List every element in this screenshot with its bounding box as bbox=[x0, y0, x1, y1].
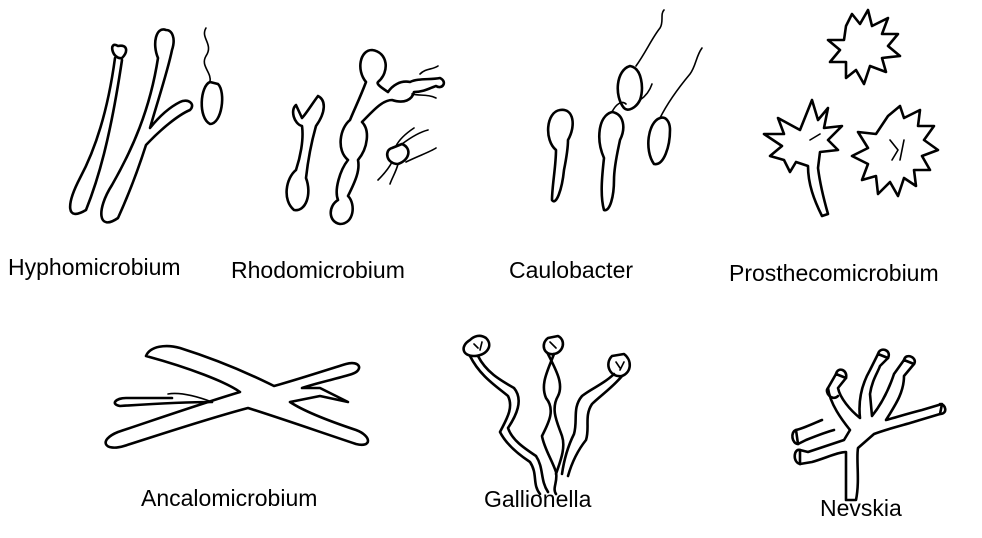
label-ancalomicrobium: Ancalomicrobium bbox=[141, 487, 317, 510]
label-caulobacter: Caulobacter bbox=[509, 259, 633, 282]
rhodomicrobium-drawing bbox=[287, 50, 444, 224]
label-gallionella: Gallionella bbox=[484, 488, 591, 511]
label-nevskia: Nevskia bbox=[820, 497, 902, 520]
ancalomicrobium-drawing bbox=[106, 346, 368, 448]
hyphomicrobium-drawing bbox=[70, 28, 222, 222]
caulobacter-drawing bbox=[548, 10, 702, 210]
prosthecomicrobium-drawing bbox=[764, 10, 938, 216]
label-hyphomicrobium: Hyphomicrobium bbox=[8, 256, 181, 279]
label-rhodomicrobium: Rhodomicrobium bbox=[231, 259, 405, 282]
gallionella-drawing bbox=[464, 336, 630, 494]
label-prosthecomicrobium: Prosthecomicrobium bbox=[729, 262, 939, 285]
nevskia-drawing bbox=[792, 350, 945, 500]
